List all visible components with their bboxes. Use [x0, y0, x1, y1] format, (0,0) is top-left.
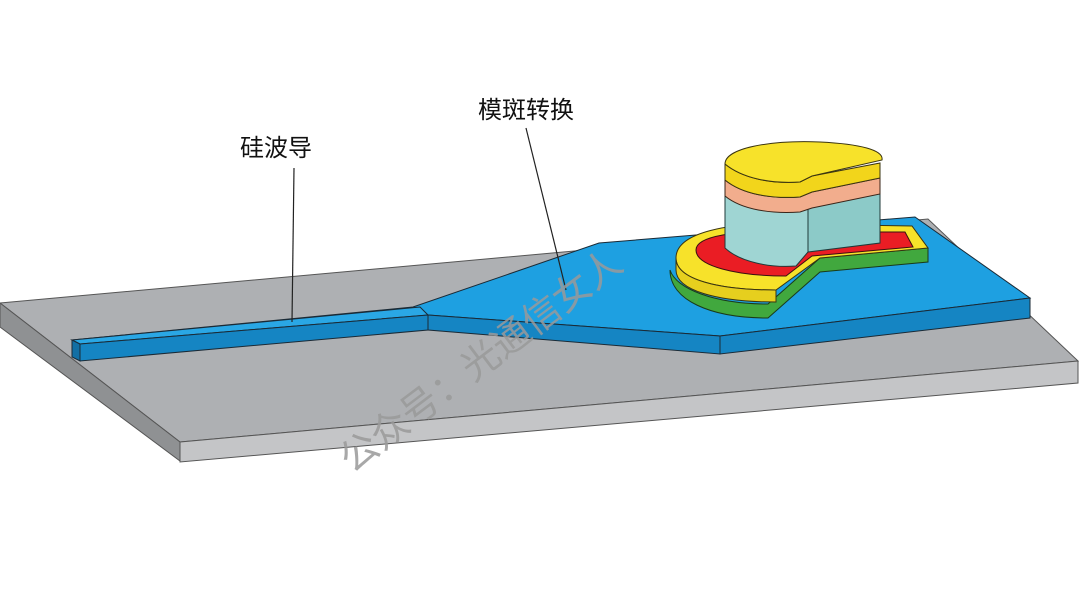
label-silicon-waveguide: 硅波导	[240, 134, 312, 162]
annotations: 硅波导 模斑转换	[240, 96, 574, 323]
yellow-top-face	[724, 141, 883, 183]
laser-stack	[669, 141, 929, 319]
waveguide-left-end	[71, 339, 81, 362]
substrate-front-face	[179, 360, 1079, 463]
pad-front-face	[719, 297, 1031, 355]
label-mode-converter: 模斑转换	[478, 96, 574, 124]
yellow-ring-front	[675, 257, 777, 303]
green-base-layer	[669, 247, 929, 319]
leader-mode-converter	[525, 127, 567, 291]
leader-silicon-waveguide	[291, 167, 295, 323]
